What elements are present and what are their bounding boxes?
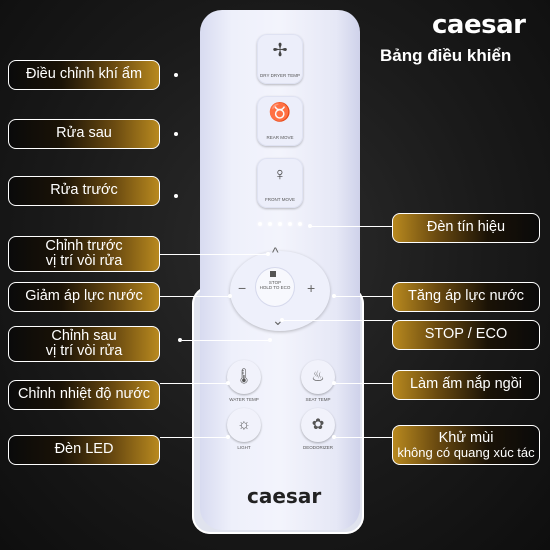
pointer-dot [178, 338, 182, 342]
pointer-line [160, 383, 228, 384]
label-water-temp: Chỉnh nhiệt độ nước [8, 380, 160, 410]
pressure-up-button[interactable]: + [307, 280, 316, 296]
seat-temp-icon: ♨ [311, 368, 325, 385]
front-wash-key-label: FRONT MOVE [265, 197, 295, 202]
pointer-line [160, 437, 228, 438]
pointer-dot [332, 435, 336, 439]
pointer-line [334, 296, 392, 297]
label-nozzle-forward-line2: vị trí vòi rửa [45, 253, 123, 269]
label-pressure-down: Giảm áp lực nước [8, 282, 160, 312]
label-deodorize: Khử mùi không có quang xúc tác [392, 425, 540, 465]
nozzle-forward-button[interactable]: ^ [272, 244, 279, 260]
label-pressure-up: Tăng áp lực nước [392, 282, 540, 312]
light-icon: ☼ [237, 416, 251, 433]
signal-led-1 [258, 222, 262, 226]
pointer-dot [280, 318, 284, 322]
water-temp-icon: 🌡 [234, 368, 254, 385]
water-temp-label: WATER TEMP [229, 397, 259, 402]
pointer-line [160, 254, 268, 255]
rear-wash-icon: ♉ [268, 102, 292, 122]
water-temp-button[interactable]: 🌡 [227, 360, 261, 394]
label-humidity: Điều chỉnh khí ẩm [8, 60, 160, 90]
pointer-dot [268, 338, 272, 342]
pointer-dot [174, 73, 178, 77]
pointer-dot [308, 224, 312, 228]
signal-led-3 [278, 222, 282, 226]
remote-brand-logo: caesar [247, 484, 322, 508]
pointer-line [160, 296, 230, 297]
label-rear-wash: Rửa sau [8, 119, 160, 149]
label-deodorize-line1: Khử mùi [438, 429, 494, 446]
pointer-line [334, 383, 392, 384]
deodorizer-button[interactable]: ✿ [301, 408, 335, 442]
pointer-dot [174, 194, 178, 198]
label-led: Đèn LED [8, 435, 160, 465]
signal-led-4 [288, 222, 292, 226]
label-deodorize-line2: không có quang xúc tác [397, 444, 535, 460]
humidity-key[interactable]: ✢ DRY DRYER TEMP [257, 34, 303, 84]
fan-icon: ✢ [272, 40, 288, 60]
label-nozzle-back-line2: vị trí vòi rửa [45, 343, 123, 359]
label-nozzle-back-line1: Chỉnh sau [51, 327, 117, 344]
pointer-dot [332, 294, 336, 298]
pointer-dot [226, 435, 230, 439]
front-wash-key[interactable]: ♀ FRONT MOVE [257, 158, 303, 208]
label-nozzle-forward-line1: Chỉnh trước [45, 237, 123, 254]
label-seat-warm: Làm ấm nắp ngồi [392, 370, 540, 400]
label-nozzle-back: Chỉnh sau vị trí vòi rửa [8, 326, 160, 362]
deodorizer-icon: ✿ [311, 416, 325, 433]
brand-logo: caesar [432, 10, 526, 40]
humidity-key-label: DRY DRYER TEMP [260, 73, 300, 78]
stop-button-label: STOP HOLD TO ECO [259, 280, 291, 290]
light-button[interactable]: ☼ [227, 408, 261, 442]
seat-temp-label: SEAT TEMP [305, 397, 331, 402]
pointer-line [182, 340, 270, 341]
deodorizer-label: DEODORIZER [302, 445, 333, 450]
pressure-down-button[interactable]: − [238, 280, 247, 296]
seat-temp-button[interactable]: ♨ [301, 360, 335, 394]
signal-led-5 [298, 222, 302, 226]
stop-icon [270, 271, 276, 277]
label-nozzle-forward: Chỉnh trước vị trí vòi rửa [8, 236, 160, 272]
rear-wash-key-label: REAR MOVE [266, 135, 294, 140]
pointer-dot [174, 132, 178, 136]
pointer-dot [226, 381, 230, 385]
label-stop-eco: STOP / ECO [392, 320, 540, 350]
front-wash-icon: ♀ [273, 164, 287, 184]
label-front-wash: Rửa trước [8, 176, 160, 206]
pointer-dot [332, 381, 336, 385]
pointer-dot [266, 252, 270, 256]
nozzle-back-button[interactable]: ⌄ [272, 312, 284, 328]
pointer-line [334, 437, 392, 438]
pointer-dot [228, 294, 232, 298]
rear-wash-key[interactable]: ♉ REAR MOVE [257, 96, 303, 146]
page-subtitle: Bảng điều khiển [380, 46, 512, 65]
pointer-line [310, 226, 392, 227]
signal-led-2 [268, 222, 272, 226]
light-label: LIGHT [237, 445, 251, 450]
label-signal: Đèn tín hiệu [392, 213, 540, 243]
pointer-line [282, 320, 392, 321]
